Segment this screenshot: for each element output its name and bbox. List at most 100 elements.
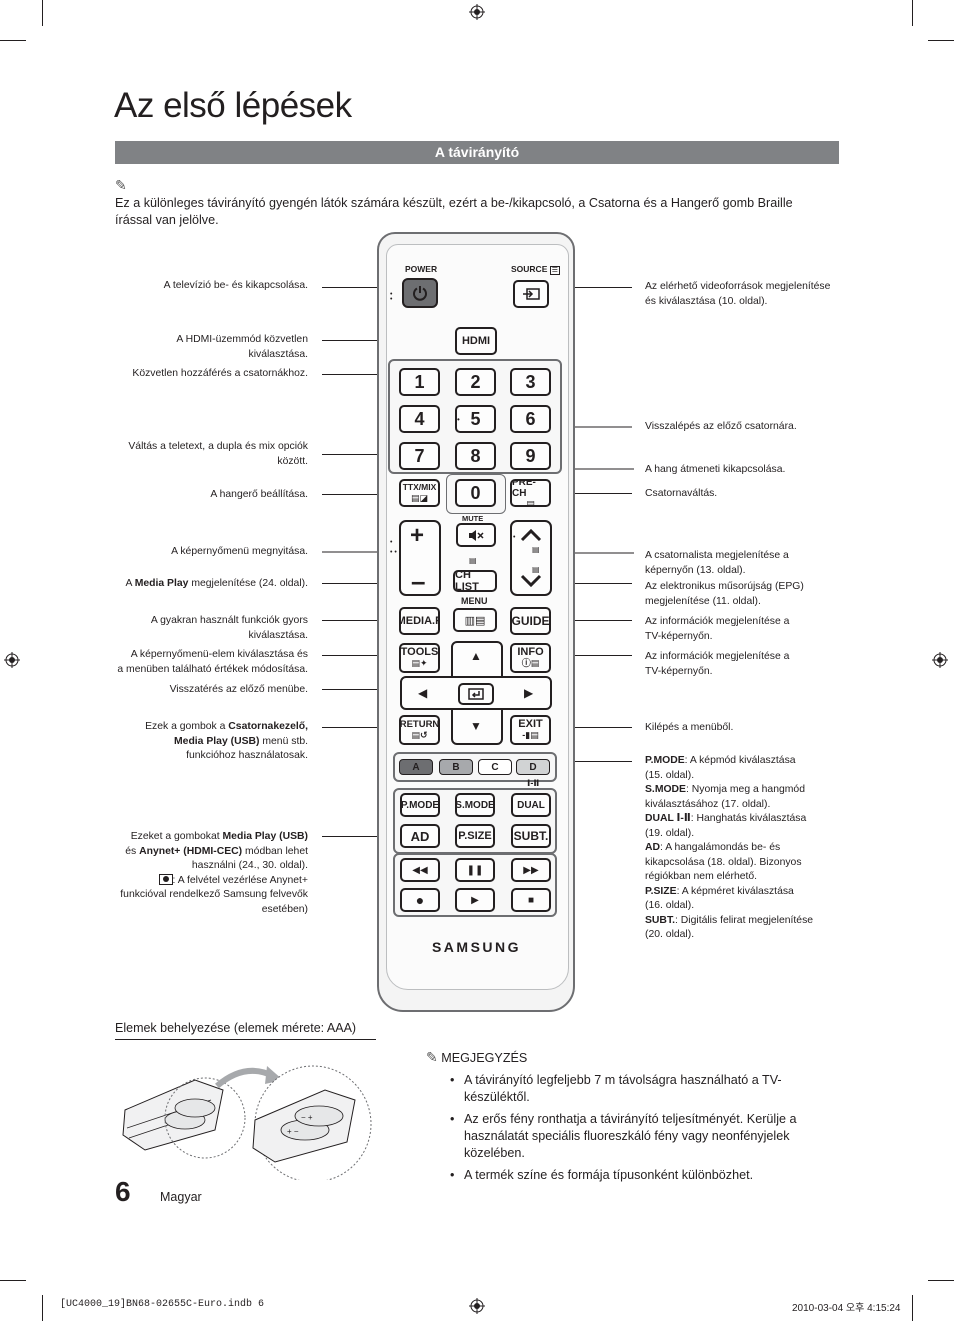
digit-button-4[interactable]: 4 bbox=[399, 405, 440, 433]
digit-button-7[interactable]: 7 bbox=[399, 442, 440, 470]
ttx-mix-button[interactable]: TTX/MIX▤◪ bbox=[399, 479, 440, 507]
intro-note-text: Ez a különleges távirányító gyengén látó… bbox=[115, 196, 793, 227]
file-info: [UC4000_19]BN68-02655C-Euro.indb 6 bbox=[60, 1299, 265, 1310]
svg-text:− +: − + bbox=[301, 1113, 313, 1122]
exit-button[interactable]: EXIT-▮▤ bbox=[510, 715, 551, 745]
pencil-note-icon: ✎ bbox=[115, 177, 127, 193]
note-item: A termék színe és formája típusonként kü… bbox=[450, 1167, 810, 1184]
epg-small-icon: ▤ bbox=[532, 565, 540, 574]
nav-right-button[interactable]: ▶ bbox=[524, 686, 534, 700]
crop-mark bbox=[42, 1295, 43, 1321]
digit-button-9[interactable]: 9 bbox=[510, 442, 551, 470]
digit-button-6[interactable]: 6 bbox=[510, 405, 551, 433]
registration-mark-icon bbox=[4, 652, 20, 668]
enter-button[interactable] bbox=[458, 683, 494, 705]
tools-icon: ▤✦ bbox=[411, 658, 428, 668]
leader-line bbox=[322, 620, 400, 621]
dual-button[interactable]: DUAL bbox=[511, 793, 551, 817]
label-epg: Az elektronikus műsorújság (EPG)megjelen… bbox=[645, 581, 804, 607]
tools-button[interactable]: TOOLS▤✦ bbox=[399, 643, 440, 673]
braille-dot-icon: • bbox=[457, 415, 460, 424]
pause-button[interactable]: ❚❚ bbox=[455, 858, 495, 882]
leader-line bbox=[322, 727, 400, 728]
leader-line bbox=[551, 620, 632, 621]
power-icon bbox=[413, 286, 427, 301]
media-p-button[interactable]: MEDIA.P bbox=[399, 607, 440, 635]
chlist-small-icon: ▤ bbox=[532, 545, 540, 554]
rewind-button[interactable]: ◀◀ bbox=[400, 858, 440, 882]
teletext-icon: ▤◪ bbox=[410, 493, 428, 503]
page-title: Az első lépések bbox=[114, 86, 352, 125]
notes-list: A távirányító legfeljebb 7 m távolságra … bbox=[450, 1072, 810, 1189]
dual-mark: Ⅰ-Ⅱ bbox=[527, 778, 540, 788]
registration-mark-icon bbox=[469, 4, 485, 20]
color-key-d[interactable]: D bbox=[516, 759, 550, 775]
play-button[interactable]: ▶ bbox=[455, 888, 495, 912]
p-size-button[interactable]: P.SIZE bbox=[455, 824, 495, 848]
power-label: POWER bbox=[405, 264, 438, 274]
note-item: A távirányító legfeljebb 7 m távolságra … bbox=[450, 1072, 810, 1106]
crop-mark bbox=[912, 0, 913, 26]
leader-line bbox=[322, 836, 394, 837]
digit-button-3[interactable]: 3 bbox=[510, 368, 551, 396]
enter-icon bbox=[468, 688, 484, 700]
digit-button-1[interactable]: 1 bbox=[399, 368, 440, 396]
hdmi-button[interactable]: HDMI bbox=[455, 327, 497, 355]
label-mediap: A Media Play megjelenítése (24. oldal). bbox=[125, 578, 308, 589]
volume-rocker[interactable] bbox=[399, 520, 441, 596]
color-key-b[interactable]: B bbox=[439, 759, 473, 775]
digit-button-5[interactable]: 5 bbox=[455, 405, 496, 433]
digit-button-0[interactable]: 0 bbox=[455, 479, 496, 507]
ad-button[interactable]: AD bbox=[400, 824, 440, 848]
crop-mark bbox=[912, 1295, 913, 1321]
nav-left-button[interactable]: ◀ bbox=[418, 686, 428, 700]
section-title: A távirányító bbox=[115, 141, 839, 164]
mute-icon bbox=[469, 529, 484, 541]
nav-down-button[interactable]: ▼ bbox=[470, 719, 482, 733]
pre-ch-button[interactable]: PRE-CH▤ bbox=[510, 479, 551, 507]
battery-insertion-illustration: + − − + bbox=[122, 1065, 372, 1180]
leader-line bbox=[322, 287, 402, 288]
chlist-icon: ▤ bbox=[469, 556, 477, 565]
s-mode-button[interactable]: S.MODE bbox=[455, 793, 495, 817]
menu-button[interactable]: ▥▤ bbox=[453, 608, 497, 632]
crop-mark bbox=[928, 40, 954, 41]
leader-line bbox=[551, 493, 632, 494]
braille-dots-icon: •• • bbox=[390, 539, 397, 556]
color-key-a[interactable]: A bbox=[399, 759, 433, 775]
power-button[interactable] bbox=[402, 278, 438, 308]
source-button[interactable] bbox=[513, 280, 549, 308]
digit-button-8[interactable]: 8 bbox=[455, 442, 496, 470]
label-power: A televízió be- és kikapcsolása. bbox=[163, 280, 308, 291]
mute-label: MUTE bbox=[462, 514, 484, 523]
intro-note: ✎ Ez a különleges távirányító gyengén lát… bbox=[115, 177, 815, 229]
record-button[interactable]: ● bbox=[400, 888, 440, 912]
nav-up-button[interactable]: ▲ bbox=[470, 649, 482, 663]
fast-forward-button[interactable]: ▶▶ bbox=[511, 858, 551, 882]
stop-icon: ■ bbox=[527, 894, 535, 906]
mute-button[interactable] bbox=[456, 523, 496, 547]
subt-button[interactable]: SUBT. bbox=[511, 824, 551, 848]
rewind-icon: ◀◀ bbox=[412, 864, 428, 876]
guide-button[interactable]: GUIDE bbox=[510, 607, 551, 635]
label-color-keys: Ezek a gombok a Csatornakezelő,Media Pla… bbox=[145, 721, 308, 761]
color-key-c[interactable]: C bbox=[478, 759, 512, 775]
ch-list-button[interactable]: CH LIST bbox=[453, 570, 497, 592]
volume-down-icon: – bbox=[411, 566, 426, 596]
leader-line bbox=[551, 727, 632, 728]
leader-line bbox=[550, 287, 632, 288]
return-button[interactable]: RETURN▤↺ bbox=[399, 715, 440, 745]
stop-button[interactable]: ■ bbox=[511, 888, 551, 912]
crop-mark bbox=[928, 1280, 954, 1281]
p-mode-button[interactable]: P.MODE bbox=[400, 793, 440, 817]
registration-mark-icon bbox=[932, 652, 948, 668]
record-circle-icon: ● bbox=[415, 892, 425, 908]
menu-icon: ▥▤ bbox=[464, 614, 486, 627]
battery-heading: Elemek behelyezése (elemek mérete: AAA) bbox=[115, 1021, 357, 1035]
source-input-icon bbox=[523, 288, 540, 300]
digit-button-2[interactable]: 2 bbox=[455, 368, 496, 396]
